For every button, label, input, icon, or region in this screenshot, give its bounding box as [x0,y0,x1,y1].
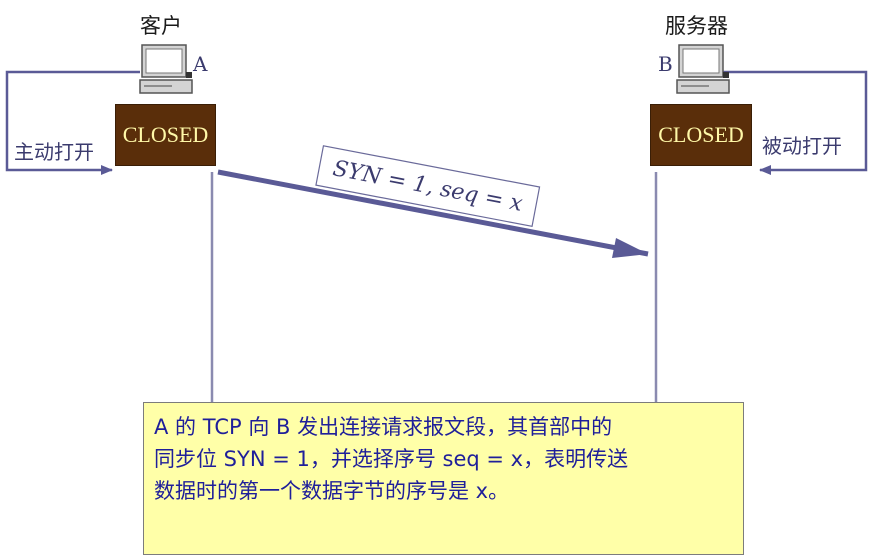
server-open-loop-arrow [722,70,868,175]
client-state-label: CLOSED [122,122,209,147]
note-line-1: A 的 TCP 向 B 发出连接请求报文段，其首部中的 [154,415,613,439]
client-host-letter: A [193,52,208,76]
client-title: 客户 [140,14,182,38]
syn-arrow-head [612,238,648,258]
note-line-3: 数据时的第一个数据字节的序号是 x。 [154,479,510,503]
client-state-box: CLOSED [115,104,216,166]
server-action-label: 被动打开 [762,134,842,158]
client-computer-icon [139,44,193,94]
syn-label-frame [315,145,541,228]
note-line-2: 同步位 SYN = 1，并选择序号 seq = x，表明传送 [154,447,629,471]
client-open-loop-arrow [5,70,140,175]
server-state-label: CLOSED [658,122,744,147]
syn-segment-arrow [217,169,649,257]
server-host-letter: B [658,52,673,76]
client-action-label: 主动打开 [14,140,94,164]
explanation-note: A 的 TCP 向 B 发出连接请求报文段，其首部中的 同步位 SYN = 1，… [143,402,744,555]
server-title: 服务器 [665,14,728,38]
server-computer-icon [676,44,730,94]
server-state-box: CLOSED [650,104,752,166]
